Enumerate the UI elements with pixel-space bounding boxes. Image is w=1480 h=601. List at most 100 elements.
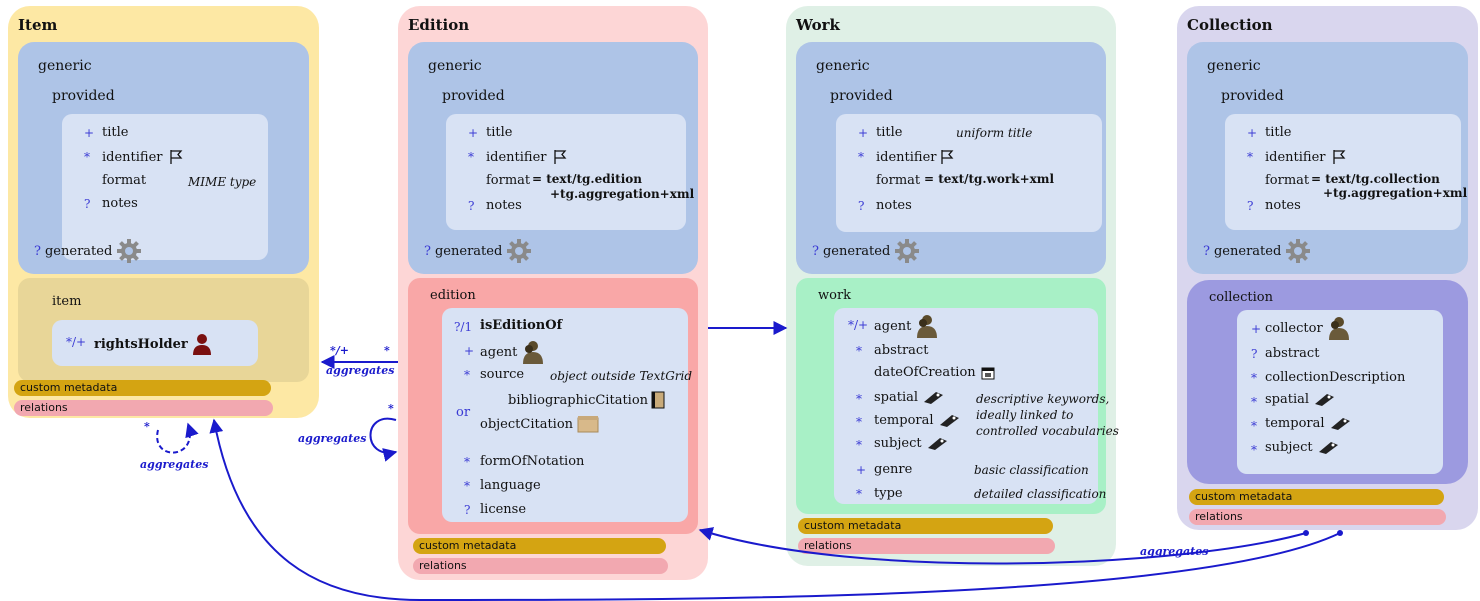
star-mark: * [856,438,862,452]
field-spatial: spatial [874,390,944,405]
collection-custom-metadata: custom metadata [1189,489,1444,505]
subject-label: subject [1265,440,1313,455]
agent-label: agent [874,318,912,334]
spatial-label: spatial [1265,392,1310,407]
star-mark: * [1251,371,1257,385]
gear-icon [117,239,142,263]
provided-label: provided [1221,88,1284,104]
provided-label: provided [830,88,893,104]
objectCitation-label: objectCitation [480,416,574,432]
star-mark: * [468,150,474,164]
collection-relations: relations [1189,509,1446,525]
aggregates-label-edition-item: aggregates [326,364,395,377]
cardinality-star-self: * [388,402,394,415]
field-format: format [102,173,147,188]
cardinality-star: * [384,344,390,357]
star-mark: * [856,487,862,501]
star-mark: * [856,415,862,429]
star-mark: * [464,455,470,469]
generic-label: generic [38,58,92,74]
edition-generic-box: generic provided + title * identifier fo… [408,42,698,274]
edition-fields-box: ?/1 isEditionOf + agent * source object … [442,308,692,522]
work-provided-box: + title uniform title * identifier forma… [836,114,1102,232]
subject-label: subject [874,436,922,451]
question-mark: ? [858,199,865,213]
gear-icon [1286,239,1311,263]
temporal-label: temporal [874,413,934,428]
field-subject: subject [874,436,948,451]
bibliographicCitation-label: bibliographicCitation [508,392,649,408]
field-agent: agent [480,340,544,364]
field-notes: notes [486,198,522,213]
field-format: format [486,173,531,188]
agent-cardinality: */+ [848,318,869,332]
edition-custom-metadata: custom metadata [413,538,666,554]
star-mark: * [858,150,864,164]
title-note: uniform title [956,126,1033,140]
field-format: format [876,173,921,188]
edition-format-value: = text/tg.edition [532,172,643,186]
collection-item-aggregates-arrow [209,418,1341,601]
plus-mark: + [1251,322,1262,336]
item-custom-metadata: custom metadata [14,380,271,396]
question-mark: ? [468,199,475,213]
format-note: MIME type [188,175,257,189]
plus-mark: + [464,344,475,358]
dateOfCreation-label: dateOfCreation [874,365,976,380]
field-genre: genre [874,462,913,477]
generic-label: generic [816,58,870,74]
generated-row: ? generated [1203,238,1311,264]
field-identifier: identifier [876,149,955,165]
keywords-note-3: controlled vocabularies [976,424,1119,438]
tag-icon [924,391,944,404]
tag-icon [1330,417,1350,430]
star-mark: * [464,368,470,382]
collector-label: collector [1265,320,1323,336]
generated-row: ? generated [34,238,142,264]
keywords-note-2: ideally linked to [976,408,1074,422]
plus-mark: + [1247,126,1258,140]
item-provided-box: + title * identifier format MIME type ? … [62,114,268,260]
field-title: title [876,125,903,140]
isEditionOf-cardinality: ?/1 [454,320,473,334]
edition-section-box: edition ?/1 isEditionOf + agent * source… [408,278,698,534]
tag-icon [1315,393,1335,406]
plus-mark: + [84,126,95,140]
rights-cardinality: */+ [66,335,87,349]
person-icon [192,334,211,355]
star-mark: * [856,392,862,406]
collection-provided-box: + title * identifier format = text/tg.co… [1225,114,1467,230]
collection-fields-box: + collector ? abstract * collectionDescr… [1237,310,1443,474]
edition-self-loop [369,417,398,462]
field-subject: subject [1265,440,1339,455]
field-objectCitation: objectCitation [480,415,599,433]
box-icon [577,416,599,433]
type-note: detailed classification [974,487,1107,501]
field-identifier: identifier [102,149,184,165]
work-generic-box: generic provided + title uniform title *… [796,42,1106,274]
keywords-note-1: descriptive keywords, [976,392,1110,406]
item-relations: relations [14,400,273,416]
cardinality-star-item: * [144,420,150,433]
work-title: Work [796,16,840,34]
star-mark: * [856,344,862,358]
field-rightsHolder: rightsHolder [94,333,212,355]
aggregates-label-edition-self: aggregates [298,432,367,445]
field-collectionDescription: collectionDescription [1265,370,1406,385]
generated-label: generated [822,243,891,259]
flag-icon [1332,150,1345,164]
field-agent: agent [874,314,938,338]
question-mark: ? [34,243,41,259]
flag-icon [940,150,953,164]
plus-mark: + [858,126,869,140]
question-mark: ? [1247,199,1254,213]
question-mark: ? [424,243,431,259]
spatial-label: spatial [874,390,919,405]
gear-icon [507,239,532,263]
item-self-loop [156,422,199,454]
edition-format-value-2: +tg.aggregation+xml [550,187,695,201]
item-panel: Item generic provided + title * identifi… [8,6,319,418]
field-title: title [486,125,513,140]
work-format-value: = text/tg.work+xml [924,172,1055,186]
person-icon [917,315,938,338]
